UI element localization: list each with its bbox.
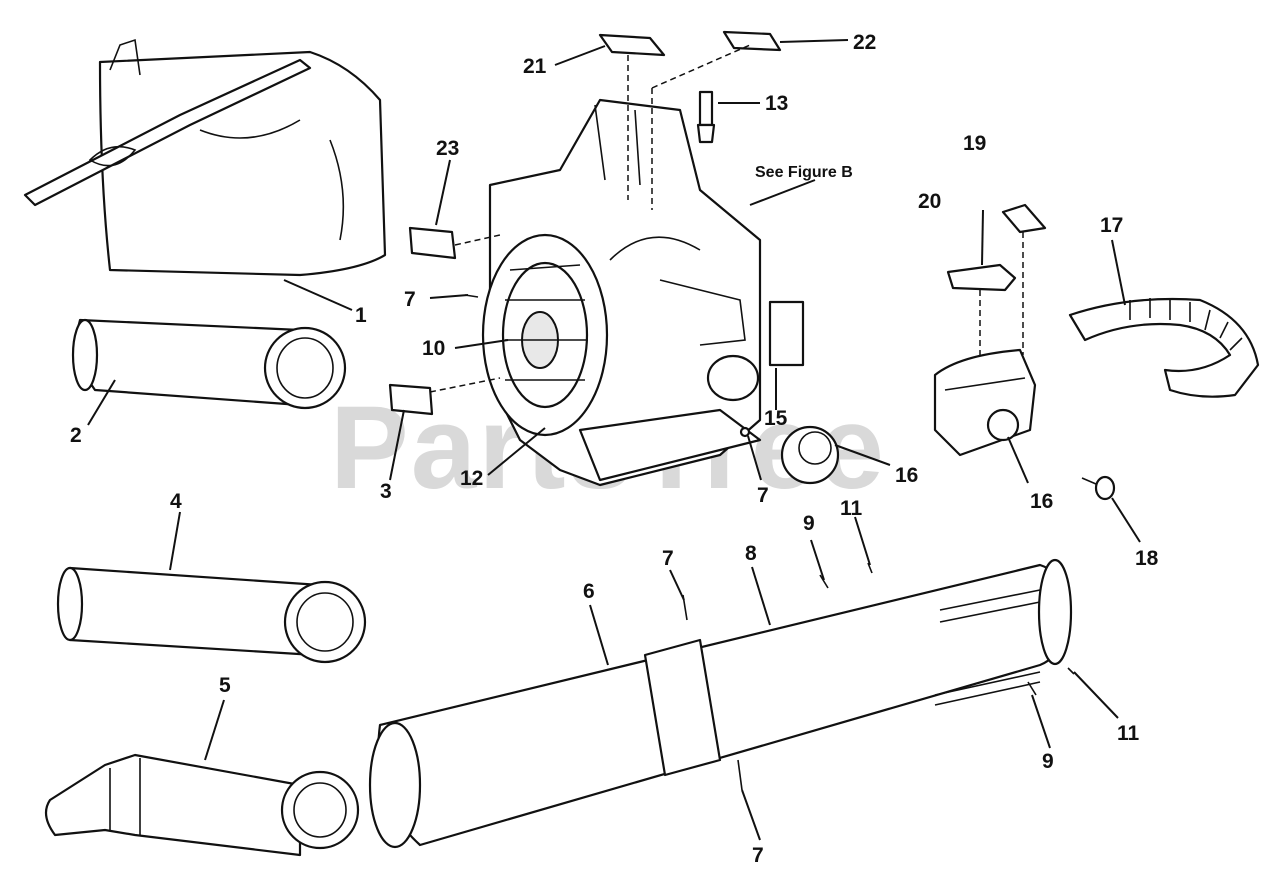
fastener-11a [867, 562, 873, 574]
note-see-figure-b: See Figure B [755, 164, 853, 181]
callout-7-bottom: 7 [752, 844, 764, 867]
callout-13: 13 [765, 92, 788, 115]
callout-9-top: 9 [803, 512, 815, 535]
part-screw-18 [1081, 475, 1116, 501]
part-guard-17 [1068, 297, 1260, 398]
part-spark-plug [696, 90, 716, 144]
fastener-9b [1027, 681, 1037, 696]
part-cover-14 [933, 348, 1037, 457]
callout-1: 1 [355, 304, 367, 327]
callout-9-bottom: 9 [1042, 750, 1054, 773]
callout-7-top: 7 [404, 288, 416, 311]
callout-7-tube-top: 7 [662, 547, 674, 570]
fastener-7d [737, 759, 743, 791]
callout-11-top: 11 [840, 497, 863, 520]
fastener-9a [819, 574, 829, 589]
part-nozzle-5 [44, 753, 360, 857]
callout-17: 17 [1100, 214, 1123, 237]
callout-16: 16 [895, 464, 918, 487]
callout-20: 20 [918, 190, 941, 213]
callout-10: 10 [422, 337, 445, 360]
part-engine-housing [481, 98, 762, 487]
callout-15: 15 [764, 407, 788, 430]
callout-22: 22 [853, 31, 876, 54]
decal-19 [1001, 203, 1047, 234]
decal-23 [408, 226, 457, 260]
part-tube-4 [56, 566, 367, 664]
decal-22 [722, 30, 782, 52]
callout-5: 5 [219, 674, 231, 697]
callout-2: 2 [70, 424, 82, 447]
part-blower-tube [368, 558, 1073, 849]
part-vacuum-bag [23, 38, 387, 277]
decal-3 [388, 383, 434, 416]
part-tube-2 [71, 318, 347, 410]
decal-15 [768, 300, 805, 367]
callout-23: 23 [436, 137, 459, 160]
part-knob-16 [780, 425, 840, 485]
callout-7-mid: 7 [757, 484, 769, 507]
callout-11-bottom: 11 [1117, 722, 1140, 745]
callout-19: 19 [963, 132, 986, 155]
decal-21 [598, 33, 666, 57]
callout-18: 18 [1135, 547, 1159, 570]
callout-8: 8 [745, 542, 757, 565]
decal-20 [946, 263, 1017, 292]
callout-12: 12 [460, 467, 483, 490]
fastener-7b [739, 426, 751, 438]
callout-6: 6 [583, 580, 595, 603]
leader-lines [87, 39, 1141, 841]
callout-3: 3 [380, 480, 392, 503]
fastener-11b [1067, 667, 1075, 675]
callout-14: 16 [1030, 490, 1053, 513]
callout-4: 4 [170, 490, 182, 513]
callout-21: 21 [523, 55, 547, 78]
